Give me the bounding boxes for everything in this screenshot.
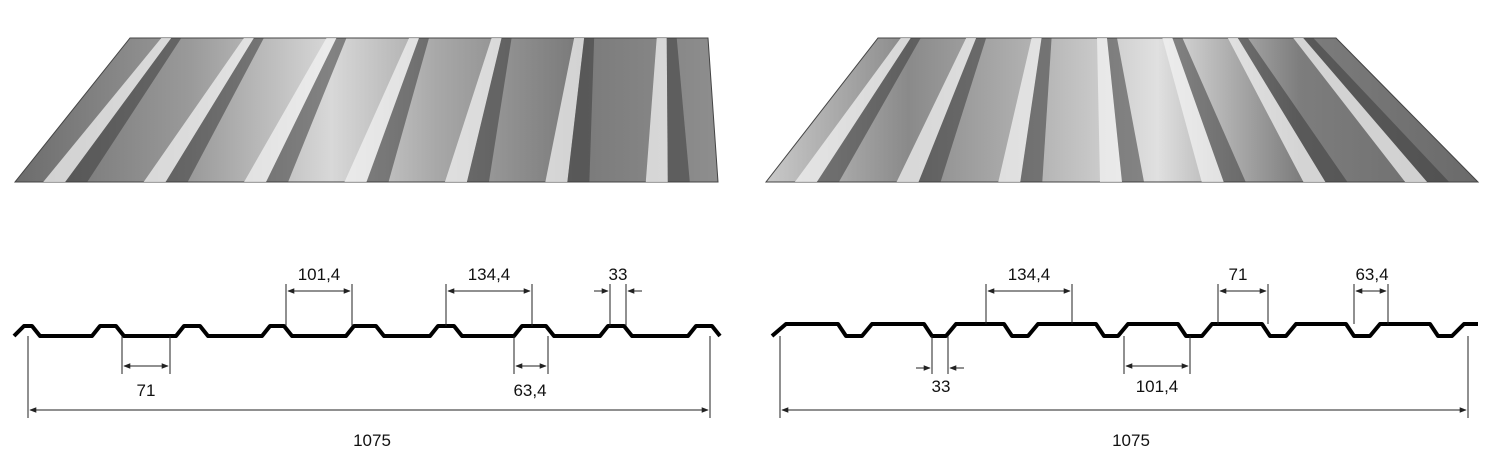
left-sheet-rib-highlight: [545, 38, 585, 182]
right-sheet-rib-highlight: [896, 38, 977, 182]
right-sheet-rib-shadow: [816, 38, 921, 182]
right-sheet-rib-highlight: [998, 38, 1042, 182]
left-sheet-rib-highlight: [645, 38, 668, 182]
left-sheet-rib-shadow: [65, 38, 182, 182]
left-dim-33: 33: [609, 265, 628, 284]
right-dim-101: 101,4: [1136, 377, 1179, 396]
right-sheet-rib-highlight: [794, 38, 911, 182]
right-sheet-rib-shadow: [1020, 38, 1052, 182]
right-sheet-rib-highlight: [1293, 38, 1428, 182]
right-sheet-rib-shadow: [1172, 38, 1246, 182]
right-dim-total: 1075: [1112, 431, 1150, 450]
left-sheet-rib-shadow: [466, 38, 512, 182]
left-sheet-rib-highlight: [344, 38, 419, 182]
left-sheet-rib-shadow: [366, 38, 429, 182]
left-dim-63: 63,4: [513, 381, 546, 400]
left-sheet-rib-highlight: [444, 38, 502, 182]
right-sheet-rib-shadow: [918, 38, 987, 182]
right-sheet-render: [764, 37, 1480, 183]
left-sheet-rib-highlight: [244, 38, 337, 182]
left-sheet-rib-highlight: [143, 38, 254, 182]
left-sheet-rib-shadow: [165, 38, 264, 182]
left-dim-134: 134,4: [468, 265, 511, 284]
left-profile-line: [12, 324, 722, 338]
left-sheet-rib-shadow: [567, 38, 595, 182]
left-dim-71: 71: [137, 381, 156, 400]
right-sheet-rib-highlight: [1227, 38, 1326, 182]
right-sheet-rib-highlight: [1162, 38, 1224, 182]
right-sheet-rib-shadow: [1237, 38, 1348, 182]
left-dim-total: 1075: [353, 431, 391, 450]
right-dim-63: 63,4: [1355, 265, 1388, 284]
right-sheet-rib-shadow: [1303, 38, 1450, 182]
right-dim-134: 134,4: [1008, 265, 1051, 284]
right-dim-33: 33: [932, 377, 951, 396]
left-sheet-render: [13, 37, 719, 183]
left-sheet-rib-shadow: [266, 38, 347, 182]
left-profile: 1075 101,4 134,4 33 71 63,4: [12, 265, 722, 450]
right-sheet-rib-shadow: [1107, 38, 1144, 182]
left-dim-101: 101,4: [298, 265, 341, 284]
right-dim-71: 71: [1229, 265, 1248, 284]
left-sheet-rib-shadow: [666, 38, 690, 182]
right-profile: 1075 134,4 71 63,4 33 101,4: [770, 265, 1478, 450]
right-sheet-rib-highlight: [1097, 38, 1122, 182]
left-sheet-rib-highlight: [43, 38, 172, 182]
right-profile-line: [770, 322, 1478, 338]
